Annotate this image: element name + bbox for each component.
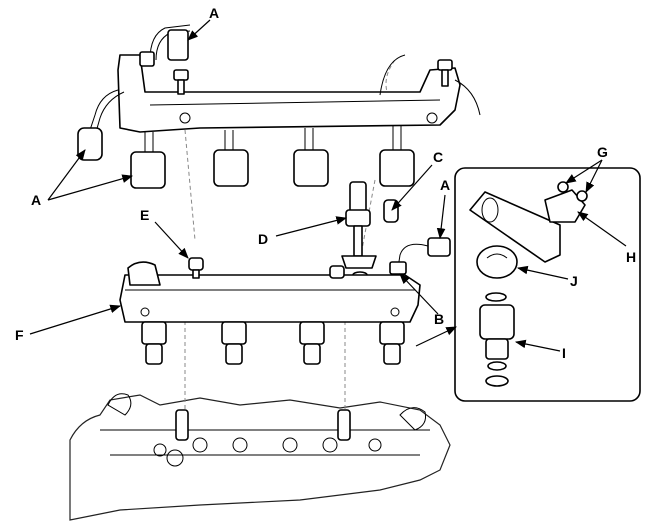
wire-harness-assembly	[77, 24, 481, 189]
side-connector	[389, 237, 451, 275]
callout-d: D	[258, 231, 268, 247]
cylinder-head	[69, 393, 451, 521]
callout-g: G	[597, 144, 608, 160]
top-bolt-left	[173, 69, 189, 95]
rail-bolt-e	[188, 257, 204, 279]
injectors	[141, 321, 405, 365]
callout-j: J	[570, 273, 578, 289]
callout-i: I	[562, 345, 566, 361]
callout-f: F	[15, 327, 24, 343]
callout-b: B	[434, 311, 444, 327]
callout-c: C	[433, 149, 443, 165]
callout-a-right: A	[440, 177, 450, 193]
top-bolt-right	[437, 59, 453, 87]
callout-a-left: A	[31, 192, 41, 208]
fuel-rail	[119, 257, 421, 323]
callout-a-top: A	[209, 5, 219, 21]
callout-e: E	[140, 207, 149, 223]
rail-bolt-right	[329, 265, 345, 279]
alignment-lines	[184, 59, 396, 410]
leader-lines	[29, 19, 627, 352]
detail-inset	[454, 167, 641, 402]
callout-h: H	[626, 249, 636, 265]
